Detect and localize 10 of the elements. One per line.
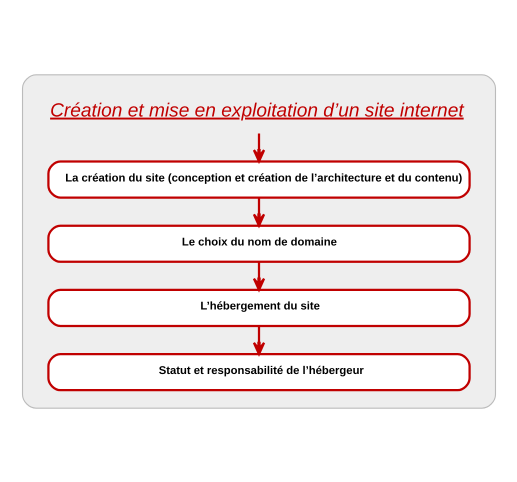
arrow <box>252 261 265 291</box>
node-box: Statut et responsabilité de l’hébergeur <box>46 352 470 391</box>
node-text: Création et mise en exploitation d’un site internet <box>50 100 464 122</box>
arrow <box>252 326 265 355</box>
node-box: Le choix du nom de domaine <box>46 224 470 262</box>
node-box: L’hébergement du site <box>46 288 470 327</box>
arrow <box>252 133 265 162</box>
node-box: La création du site (conception et création de l’architecture et du contenu) <box>46 160 470 198</box>
arrow <box>252 197 265 226</box>
cluster <box>21 74 496 408</box>
